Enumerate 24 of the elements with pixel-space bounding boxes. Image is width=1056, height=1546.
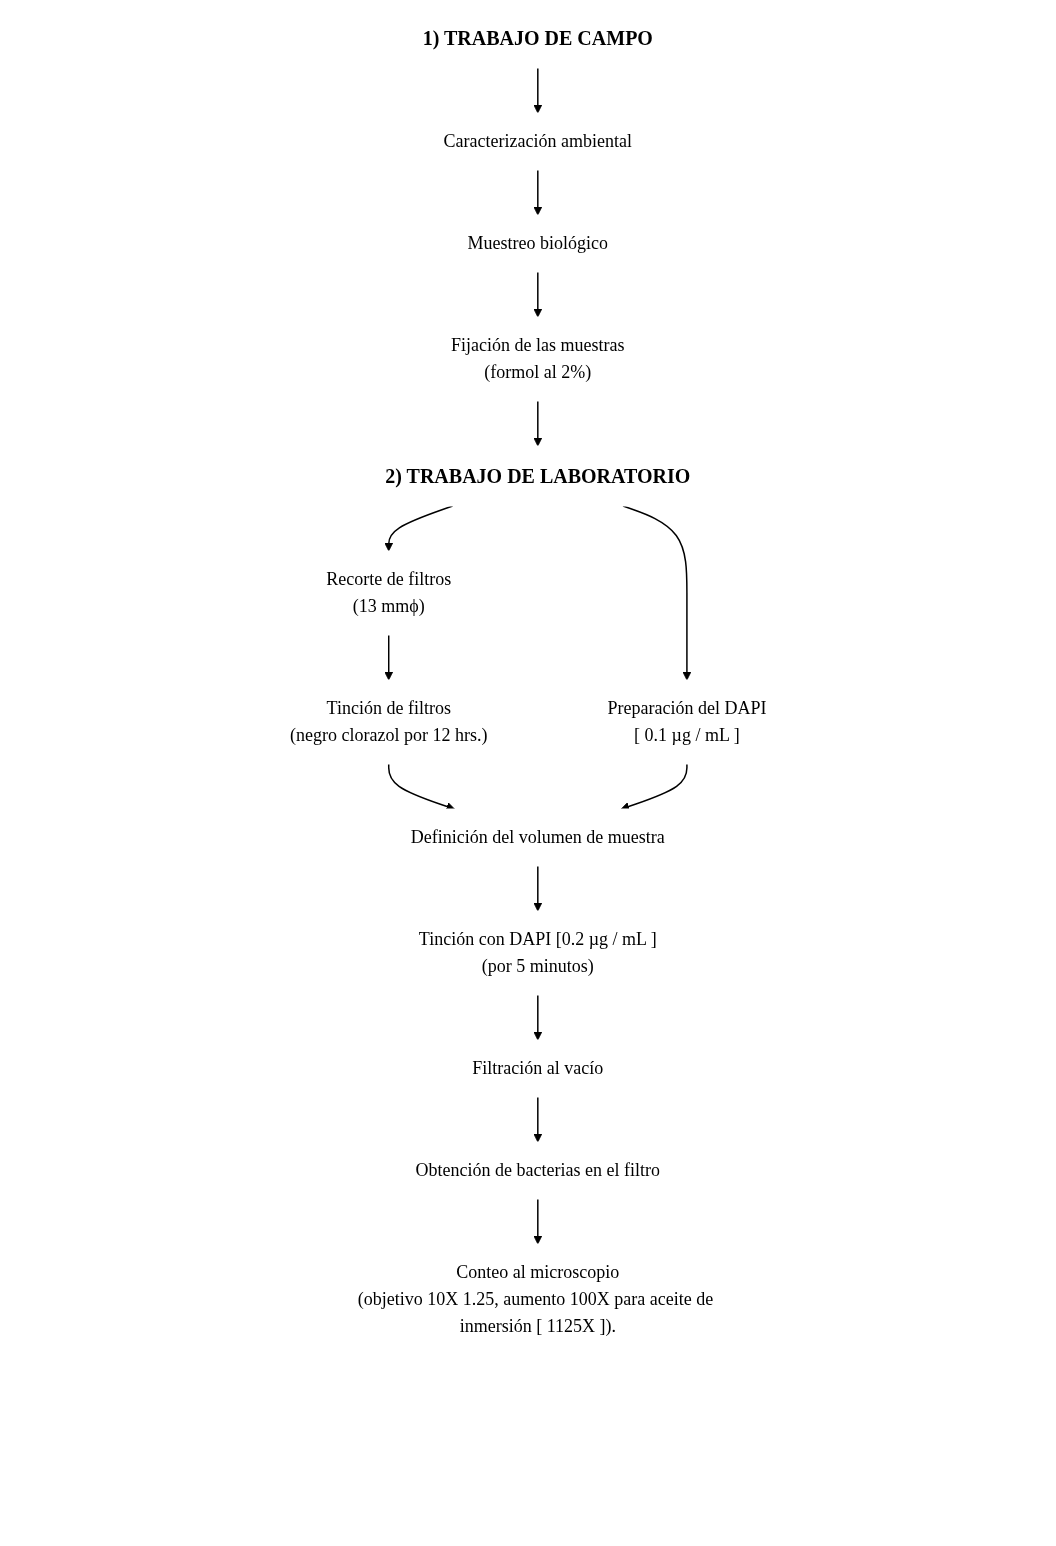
arrow bbox=[387, 763, 455, 811]
arrow bbox=[533, 994, 542, 1041]
node-text: Tinción de filtros (negro clorazol por 12 hrs.) bbox=[289, 698, 488, 745]
node-text: 2) TRABAJO DE LABORATORIO bbox=[385, 465, 691, 487]
arrow bbox=[533, 67, 542, 114]
arrow bbox=[533, 400, 542, 447]
node-text: Caracterización ambiental bbox=[443, 131, 632, 151]
node-text: Filtración al vacío bbox=[472, 1058, 604, 1078]
node-text: Conteo al microscopio (objetivo 10X 1.25, aumento 100X para aceite de inmersión [ 1125X ]). bbox=[357, 1262, 714, 1336]
node-text: Obtención de bacterias en el filtro bbox=[415, 1160, 660, 1180]
arrow bbox=[533, 271, 542, 318]
arrow bbox=[533, 865, 542, 912]
node-text: Muestreo biológico bbox=[467, 233, 608, 253]
arrow bbox=[620, 763, 688, 811]
arrow bbox=[533, 1198, 542, 1245]
node-text: Preparación del DAPI [ 0.1 µg / mL ] bbox=[607, 698, 767, 745]
arrow bbox=[533, 169, 542, 216]
arrow bbox=[533, 1096, 542, 1143]
node-text: Tinción con DAPI [0.2 µg / mL ] (por 5 minutos) bbox=[418, 929, 657, 976]
node-text: Recorte de filtros (13 mmϕ) bbox=[326, 569, 451, 616]
node-text: Definición del volumen de muestra bbox=[410, 827, 665, 847]
node-text: Fijación de las muestras (formol al 2%) bbox=[450, 335, 625, 382]
arrow bbox=[384, 634, 393, 681]
node-text: 1) TRABAJO DE CAMPO bbox=[422, 27, 653, 49]
